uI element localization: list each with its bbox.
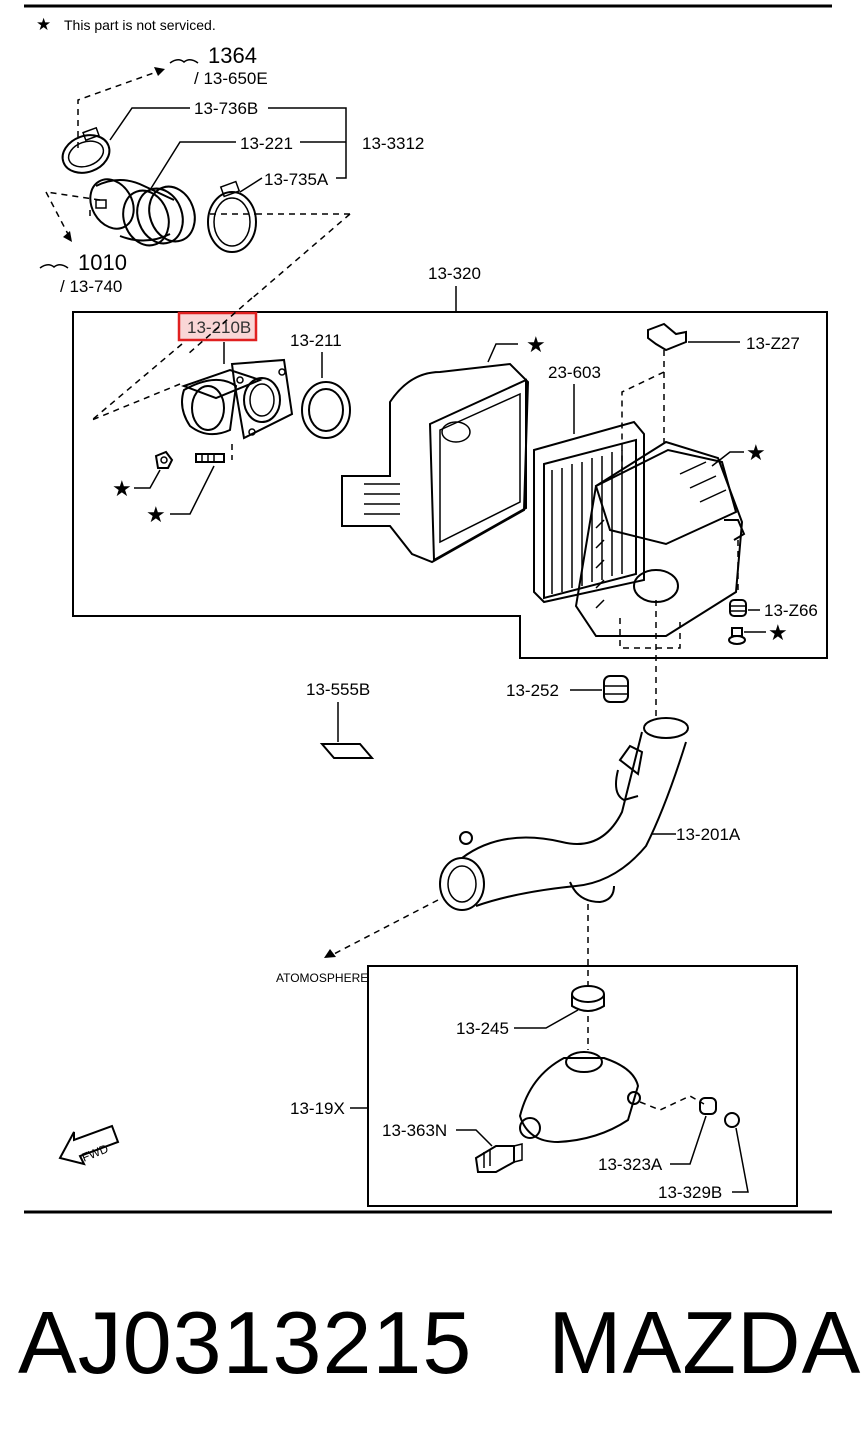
hose-13-221[interactable]	[82, 171, 203, 251]
ref-1364-leader	[77, 69, 163, 148]
ref-1364-sub: / 13-650E	[194, 69, 268, 88]
star-icon: ★	[526, 332, 546, 357]
star-icon: ★	[146, 502, 166, 527]
pad-13-555B[interactable]	[319, 743, 375, 759]
caption: AJ0313215 MAZDA	[18, 1288, 862, 1398]
clip-13-Z27[interactable]	[647, 322, 687, 352]
leader-case	[711, 451, 744, 467]
leader-13-245	[514, 1009, 579, 1029]
fwd-label: FWD	[80, 1141, 111, 1164]
label-13-320: 13-320	[428, 264, 481, 283]
legend-text: This part is not serviced.	[64, 17, 216, 33]
ref-1010[interactable]: 1010 / 13-740	[39, 250, 127, 296]
leader-cover	[487, 343, 518, 363]
leader-nut	[134, 469, 161, 489]
label-13-363N: 13-363N	[382, 1121, 447, 1140]
label-13-3312: 13-3312	[362, 134, 424, 153]
brand-name: MAZDA	[548, 1293, 862, 1392]
clamp-13-735A[interactable]	[207, 180, 257, 253]
gasket-13-211[interactable]	[301, 381, 351, 439]
label-13-555B: 13-555B	[306, 680, 370, 699]
ref-1010-main: 1010	[78, 250, 127, 275]
fwd-arrow-icon: FWD	[58, 1124, 120, 1166]
label-13-252: 13-252	[506, 681, 559, 700]
leader-13-736B	[109, 107, 190, 141]
assembly-frame-13-19X	[367, 965, 798, 1207]
label-13-245: 13-245	[456, 1019, 509, 1038]
leader-13-323A	[670, 1115, 707, 1165]
assembly-frame-13-320	[72, 311, 828, 659]
assembly-line	[91, 297, 253, 421]
air-filter-23-603[interactable]	[533, 420, 645, 604]
part-number: AJ0313215	[18, 1293, 473, 1392]
label-13-736B: 13-736B	[194, 99, 258, 118]
arrow-icon	[154, 67, 165, 76]
resonator-13-19X[interactable]	[518, 1051, 641, 1144]
fitting-13-323A[interactable]	[699, 1097, 717, 1115]
atmosphere-leader	[329, 899, 439, 957]
label-13-323A: 13-323A	[598, 1155, 663, 1174]
air-cleaner-cover[interactable]	[341, 362, 530, 564]
label-13-221: 13-221	[240, 134, 293, 153]
star-icon: ★	[112, 476, 132, 501]
ref-1364-main: 1364	[208, 43, 257, 68]
clamp-13-736B[interactable]	[57, 126, 114, 179]
cap-13-329B[interactable]	[724, 1112, 740, 1128]
bolt[interactable]	[728, 627, 746, 645]
arrow-icon	[63, 231, 72, 242]
bracket-13-3312	[268, 107, 347, 179]
leader-13-735A	[239, 177, 263, 193]
leader-stud	[170, 465, 215, 515]
highlight-box	[177, 311, 258, 342]
book-icon	[169, 59, 199, 64]
ref-1010-sub: / 13-740	[60, 277, 122, 296]
label-13-Z66: 13-Z66	[764, 601, 818, 620]
ref-1364[interactable]: 1364 / 13-650E	[169, 43, 268, 88]
label-atmosphere: ATOMOSPHERE	[276, 971, 368, 985]
assembly-line	[619, 540, 739, 716]
stud[interactable]	[195, 453, 225, 463]
assembly-line	[639, 1095, 705, 1111]
legend-star-icon: ★	[36, 15, 51, 34]
label-13-201A: 13-201A	[676, 825, 741, 844]
arrow-icon	[324, 949, 336, 958]
label-13-Z27: 13-Z27	[746, 334, 800, 353]
adapter-13-210B[interactable]	[181, 358, 294, 440]
leader-13-329B	[732, 1127, 749, 1193]
label-13-735A: 13-735A	[264, 170, 329, 189]
grommet-13-252[interactable]	[603, 675, 629, 703]
label-13-329B: 13-329B	[658, 1183, 722, 1202]
star-icon: ★	[746, 440, 766, 465]
valve-13-363N[interactable]	[474, 1143, 523, 1173]
label-13-211: 13-211	[290, 331, 342, 350]
label-13-19X: 13-19X	[290, 1099, 345, 1118]
book-icon	[39, 264, 69, 269]
air-cleaner-case[interactable]	[574, 440, 746, 637]
nut[interactable]	[154, 450, 174, 469]
duct-13-201A[interactable]	[439, 717, 689, 911]
assembly-line	[89, 210, 351, 301]
label-23-603: 23-603	[548, 363, 601, 382]
assembly-line	[621, 350, 665, 470]
grommet-13-Z66[interactable]	[729, 599, 747, 617]
grommet-13-245[interactable]	[571, 985, 605, 1012]
ref-1010-leader	[45, 191, 101, 239]
leader-13-363N	[456, 1129, 493, 1147]
star-icon: ★	[768, 620, 788, 645]
leader-13-221	[149, 141, 236, 191]
